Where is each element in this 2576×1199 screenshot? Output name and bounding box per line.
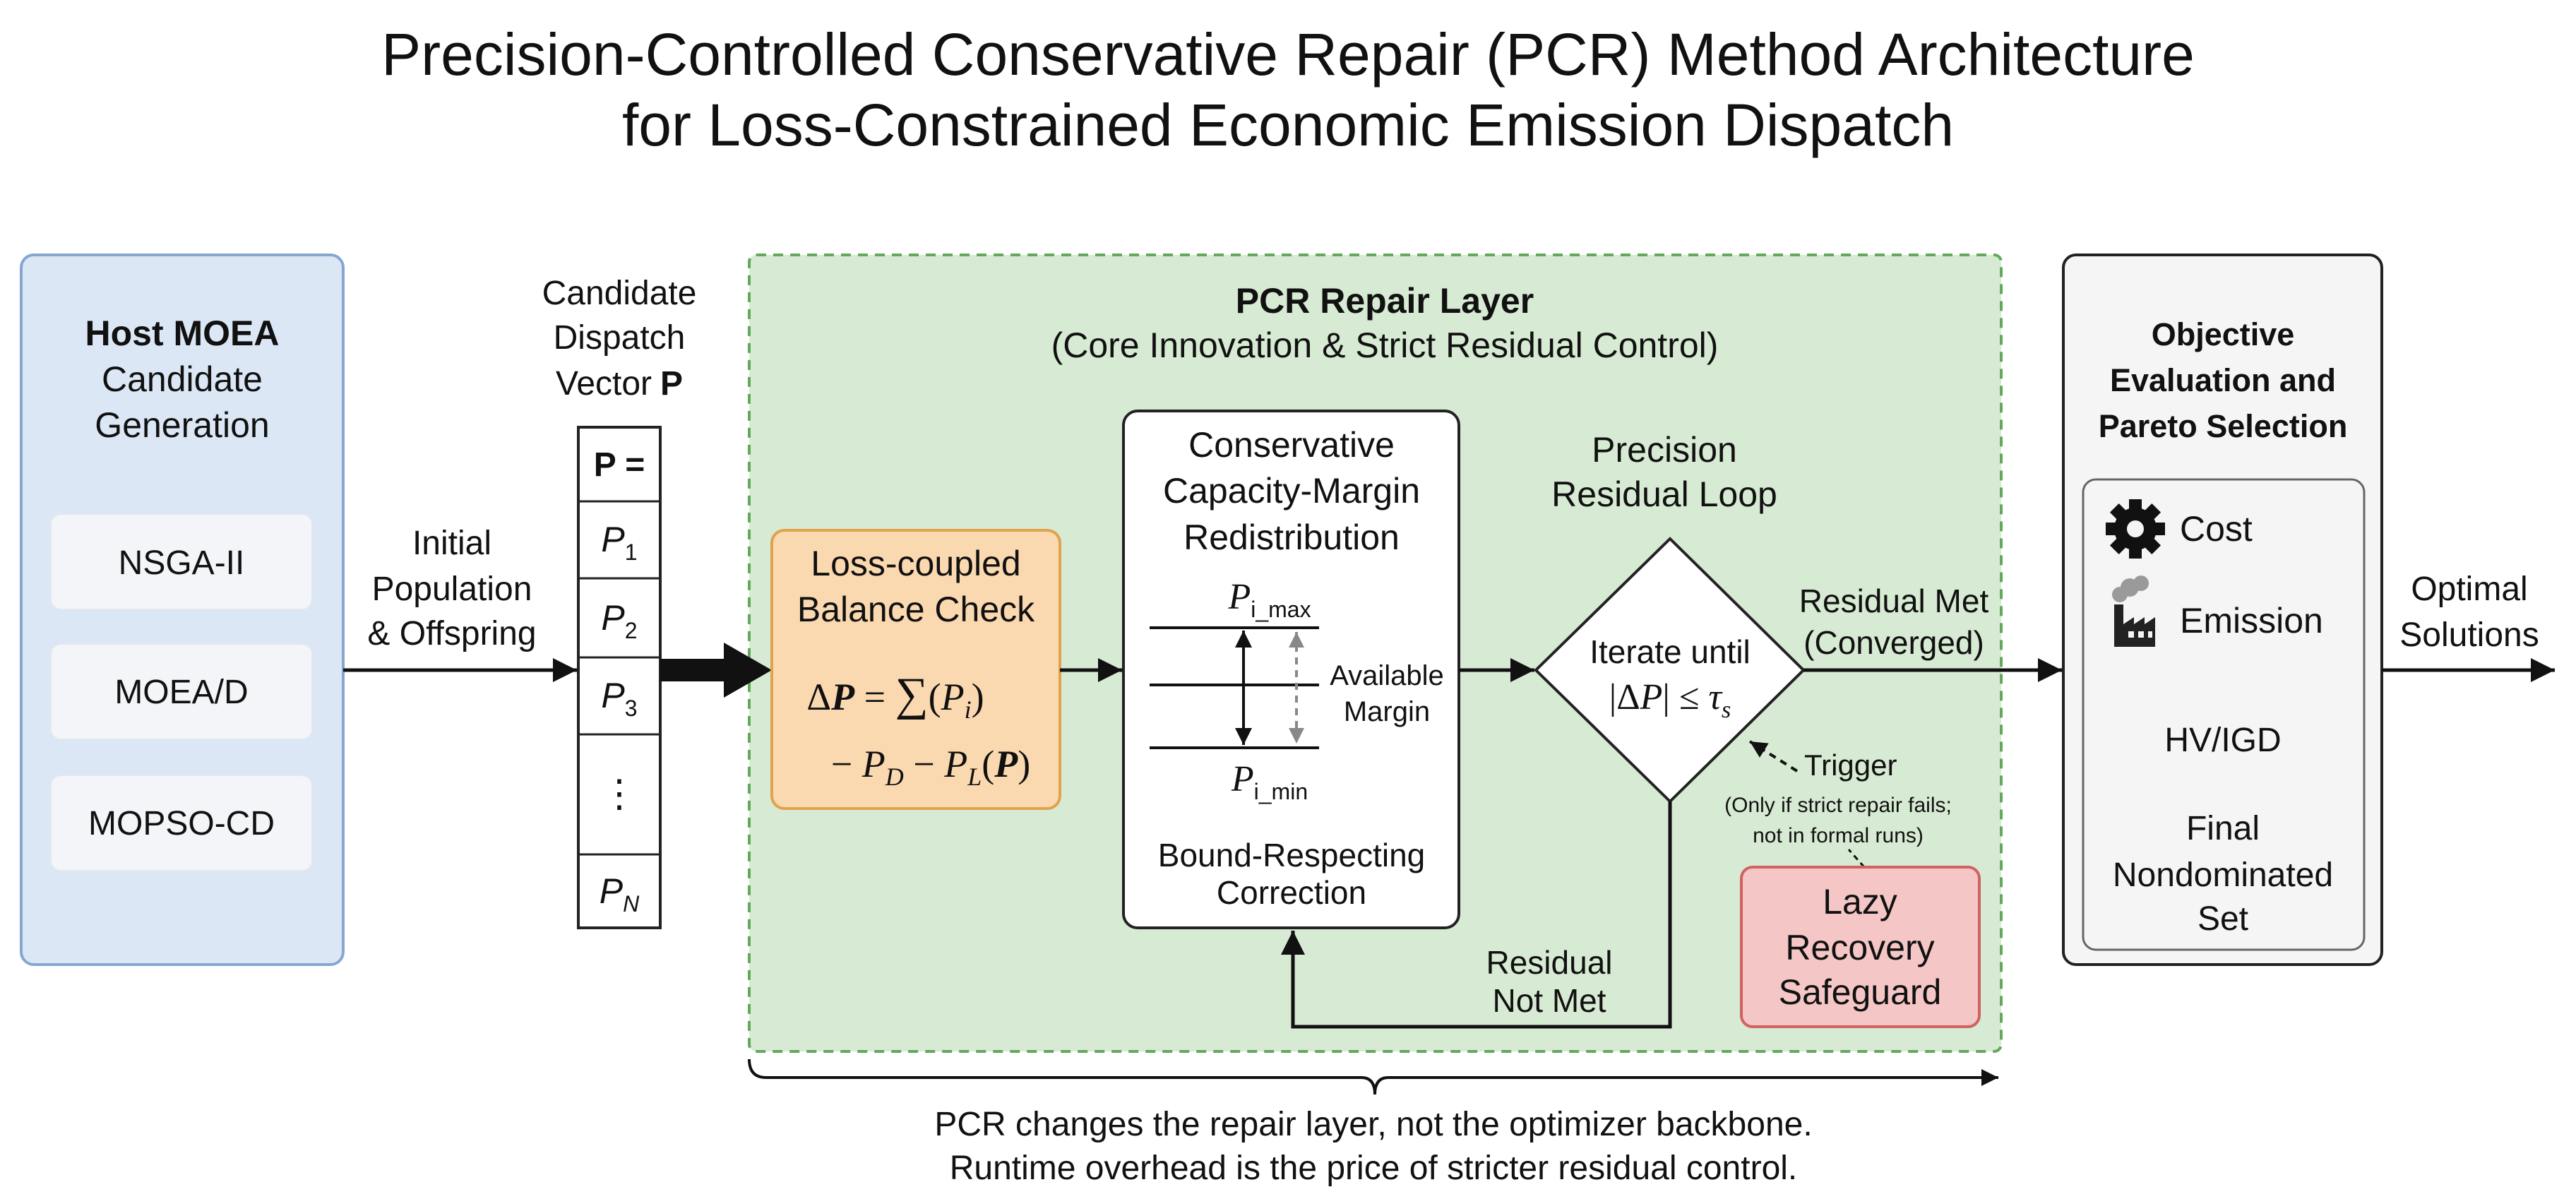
- objective-heading-3: Pareto Selection: [2099, 408, 2348, 444]
- algorithm-label-nsga2: NSGA-II: [119, 544, 245, 582]
- algorithm-box-nsga2: [50, 513, 313, 610]
- output-label-1: Optimal: [2411, 571, 2527, 608]
- residual-not-met-label-1: Residual: [1486, 944, 1613, 981]
- objective-heading-2: Evaluation and: [2110, 362, 2336, 398]
- redistribution-footer-1: Bound-Respecting: [1158, 837, 1425, 873]
- pcr-layer-subheading: (Core Innovation & Strict Residual Contr…: [1051, 326, 1719, 365]
- residual-met-label-1: Residual Met: [1799, 583, 1989, 619]
- available-margin-label-2: Margin: [1344, 696, 1430, 727]
- redistribution-heading-2: Capacity-Margin: [1163, 471, 1420, 511]
- vector-cell-3: P3: [601, 676, 637, 721]
- final-set-label-3: Set: [2198, 900, 2248, 938]
- residual-condition-line-1: Iterate until: [1590, 633, 1751, 670]
- lazy-recovery-label-3: Safeguard: [1779, 972, 1942, 1012]
- trigger-label: Trigger: [1804, 748, 1897, 782]
- population-label-1: Initial: [412, 525, 491, 562]
- footnote-line-1: PCR changes the repair layer, not the op…: [934, 1106, 1812, 1143]
- host-moea-heading: Host MOEA: [85, 314, 280, 353]
- objective-heading-1: Objective: [2152, 316, 2295, 352]
- balance-check-heading-1: Loss-coupled: [811, 544, 1020, 583]
- footnote-line-2: Runtime overhead is the price of stricte…: [950, 1150, 1798, 1187]
- pcr-layer-heading: PCR Repair Layer: [1236, 281, 1534, 321]
- algorithm-label-moead: MOEA/D: [114, 674, 248, 711]
- lazy-recovery-label-1: Lazy: [1823, 882, 1897, 921]
- objective-panel: Objective Evaluation and Pareto Selectio…: [2062, 253, 2383, 966]
- redistribution-footer-2: Correction: [1217, 874, 1366, 911]
- host-moea-subheading-1: Candidate: [102, 359, 263, 399]
- residual-loop-heading-1: Precision: [1592, 430, 1737, 470]
- redistribution-heading-1: Conservative: [1188, 425, 1395, 465]
- lazy-recovery-label-2: Recovery: [1785, 928, 1934, 967]
- trigger-note-2: not in formal runs): [1753, 824, 1924, 847]
- trigger-connector: [1847, 849, 1866, 868]
- vector-header: P =: [594, 446, 645, 484]
- lazy-recovery-block: Lazy Recovery Safeguard: [1740, 866, 1981, 1028]
- residual-loop-block: Precision Residual Loop Iterate until |Δ…: [1534, 430, 1806, 804]
- vector-label-1: Candidate: [542, 275, 697, 312]
- algorithm-label-mopso-cd: MOPSO-CD: [88, 805, 275, 842]
- algorithm-box-moead: [50, 643, 313, 740]
- host-moea-subheading-2: Generation: [95, 405, 269, 445]
- residual-not-met-label-2: Not Met: [1492, 982, 1606, 1019]
- lower-bound-label: Pi_min: [1231, 759, 1308, 804]
- residual-met-label-2: (Converged): [1803, 624, 1984, 661]
- gear-icon: [2106, 499, 2165, 559]
- trigger-note-1: (Only if strict repair fails;: [1724, 794, 1952, 817]
- metric-label-cost: Cost: [2180, 509, 2253, 549]
- title-line-2: for Loss-Constrained Economic Emission D…: [622, 92, 1954, 158]
- redistribution-block: Conservative Capacity-Margin Redistribut…: [1122, 410, 1460, 929]
- host-moea-panel: Host MOEA Candidate Generation NSGA-II M…: [20, 253, 345, 966]
- balance-check-heading-2: Balance Check: [797, 590, 1035, 629]
- vector-cell-ellipsis: ⋮: [600, 773, 638, 815]
- final-set-label-2: Nondominated: [2113, 857, 2333, 894]
- vector-label-symbol: P: [660, 365, 683, 402]
- vector-cell-1: P1: [601, 520, 637, 565]
- objective-inner-box: [2082, 478, 2366, 951]
- title-line-1: Precision-Controlled Conservative Repair…: [381, 21, 2195, 88]
- indicator-label: HV/IGD: [2164, 722, 2281, 759]
- vector-column: [577, 426, 662, 929]
- redistribution-heading-3: Redistribution: [1183, 518, 1400, 557]
- vector-label-2: Dispatch: [554, 319, 686, 357]
- scope-brace: [748, 1058, 1998, 1095]
- lazy-recovery-box: [1740, 866, 1981, 1028]
- final-set-label-1: Final: [2186, 810, 2260, 847]
- balance-formula-line-2: − PD − PL(P): [831, 743, 1030, 791]
- vector-cell-n: PN: [600, 871, 640, 917]
- algorithm-box-mopso-cd: [50, 775, 313, 871]
- vector-label-word: Vector: [556, 365, 652, 402]
- trigger-arrow: [1748, 740, 1799, 773]
- factory-icon: [2112, 575, 2155, 647]
- metric-label-emission: Emission: [2180, 601, 2323, 640]
- upper-bound-label: Pi_max: [1227, 577, 1311, 622]
- thick-arrow: [660, 643, 772, 698]
- output-label-2: Solutions: [2399, 616, 2539, 654]
- balance-formula-line-1: ΔP = ∑(Pi): [806, 669, 984, 724]
- population-label-3: & Offspring: [367, 615, 536, 652]
- residual-condition-line-2: |ΔP| ≤ τs: [1609, 677, 1731, 723]
- population-label-2: Population: [372, 571, 532, 608]
- available-margin-label-1: Available: [1330, 660, 1444, 691]
- vector-cell-2: P2: [601, 598, 637, 643]
- arrow-residual-not-met-loop: [1281, 801, 1672, 1029]
- balance-check-block: Loss-coupled Balance Check ΔP = ∑(Pi) − …: [770, 529, 1061, 810]
- residual-loop-heading-2: Residual Loop: [1551, 475, 1777, 514]
